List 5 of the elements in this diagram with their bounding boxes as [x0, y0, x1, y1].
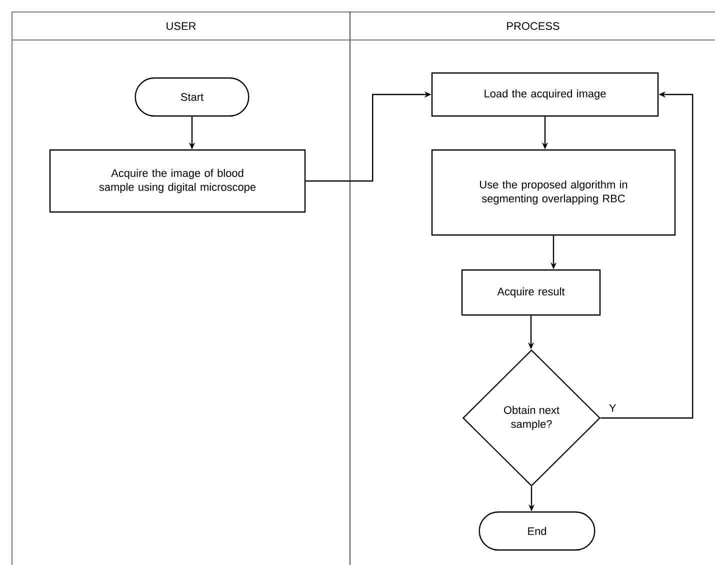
process-box: Use the proposed algorithm in segmenting overlapping RBC — [431, 149, 676, 236]
process-box: Acquire the image of blood sample using digital microscope — [49, 149, 306, 213]
process-box: Acquire result — [461, 269, 601, 316]
process-box: Load the acquired image — [431, 72, 659, 117]
edge-label: Y — [608, 403, 618, 413]
